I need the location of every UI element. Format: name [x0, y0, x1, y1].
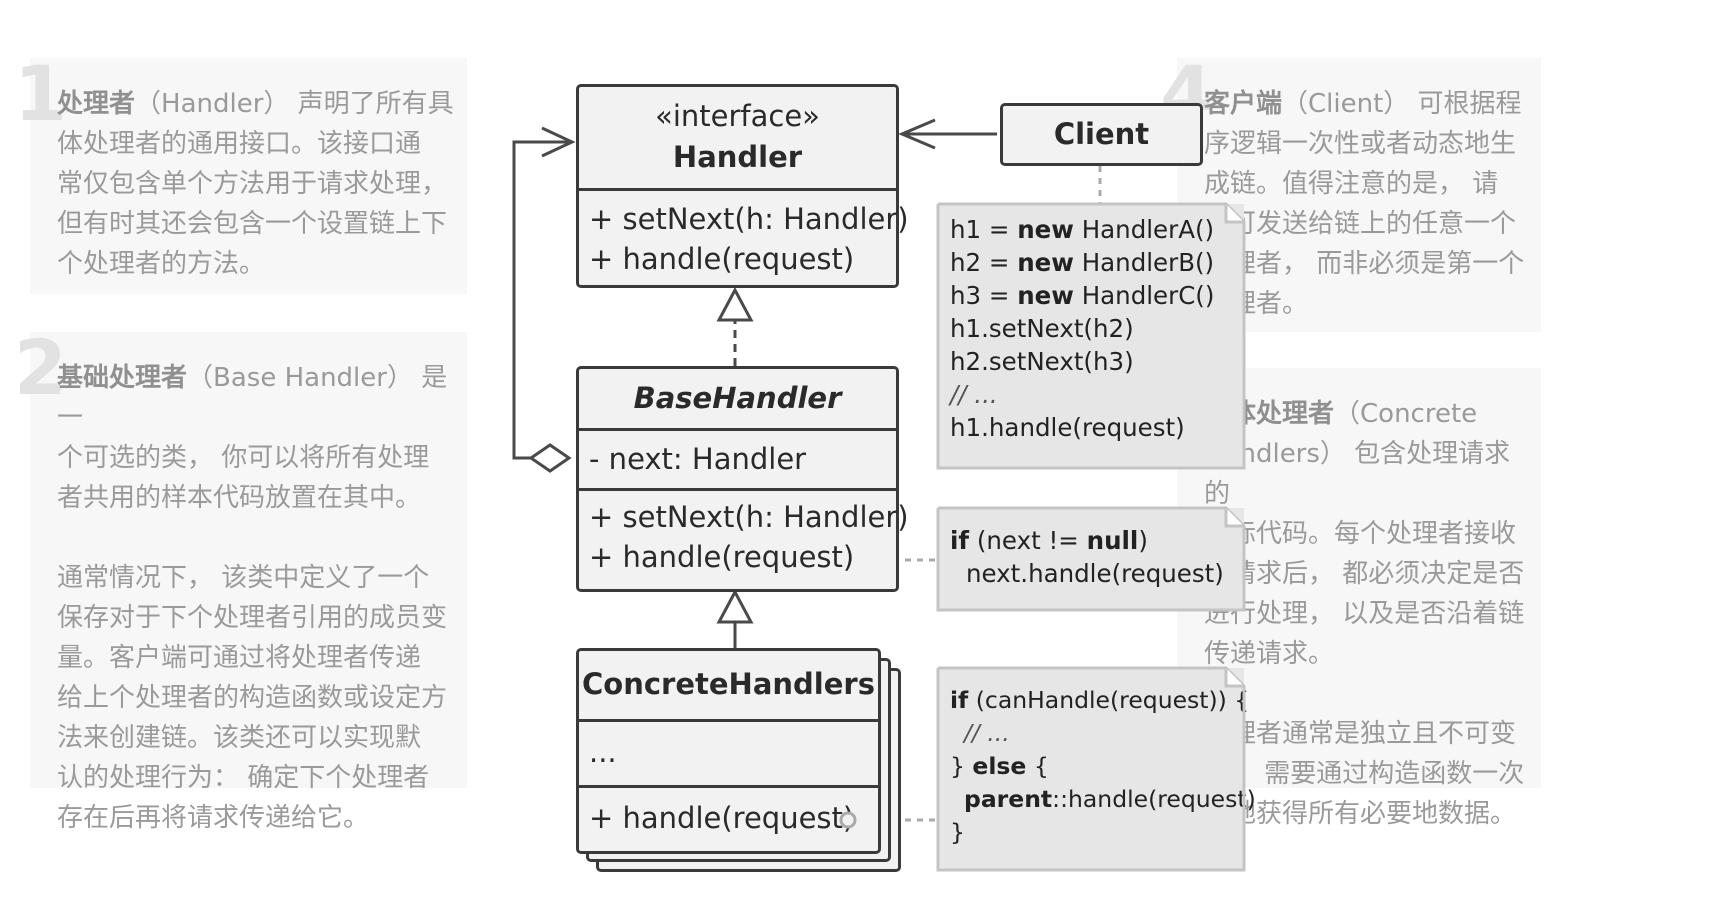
base-handler-description: 基础处理者（Base Handler） 是一 个可选的类， 你可以将所有处理 者…: [57, 363, 448, 833]
base-handler-field-next: - next: Handler: [589, 442, 807, 476]
concrete-handlers-description: 具体处理者（Concrete Handlers） 包含处理请求的 实际代码。每个…: [1204, 399, 1525, 829]
base-handler-code-note: if (next != null) next.handle(request): [938, 508, 1244, 610]
code-line: if (next != null): [950, 526, 1148, 555]
code-line: h1 = new HandlerA(): [950, 215, 1215, 244]
inheritance-triangle: [716, 588, 754, 624]
base-handler-description-title: 基础处理者: [57, 363, 188, 393]
code-line: } else {: [950, 752, 1049, 780]
aggregation-diamond: [528, 443, 572, 473]
code-line: h1.handle(request): [950, 413, 1185, 442]
concrete-handlers-method-handle: + handle(request): [589, 801, 855, 835]
handler-method-setnext: + setNext(h: Handler): [589, 202, 909, 236]
handler-description-title: 处理者: [57, 89, 136, 119]
code-line: h1.setNext(h2): [950, 314, 1134, 343]
base-handler-class-name: BaseHandler: [633, 381, 842, 415]
panel-base-handler-description: [30, 332, 467, 788]
concrete-handlers-class-name: ConcreteHandlers: [582, 667, 875, 701]
code-line: next.handle(request): [966, 559, 1224, 588]
panel-handler-description: [30, 58, 467, 294]
handler-interface-box: «interface» Handler + setNext(h: Handler…: [576, 84, 909, 288]
code-line: parent::handle(request): [964, 785, 1256, 813]
code-line: h2 = new HandlerB(): [950, 248, 1215, 277]
code-comment: // ...: [950, 380, 998, 409]
handler-class-name: Handler: [672, 140, 803, 174]
base-handler-method-setnext: + setNext(h: Handler): [589, 500, 909, 534]
realization-triangle: [716, 286, 754, 322]
base-handler-box: BaseHandler - next: Handler + setNext(h:…: [576, 366, 909, 592]
client-box: Client: [1000, 103, 1203, 166]
handler-description: 处理者（Handler） 声明了所有具 体处理者的通用接口。该接口通 常仅包含单…: [57, 89, 454, 279]
client-description-title: 客户端: [1204, 89, 1283, 119]
aggregation-arrowhead: [541, 126, 576, 158]
base-handler-method-handle: + handle(request): [589, 540, 855, 574]
client-class-name: Client: [1053, 117, 1150, 151]
concrete-handlers-code-note: if (canHandle(request)) { // ... } else …: [938, 668, 1256, 870]
step-number-1: 1: [14, 49, 67, 138]
handler-stereotype: «interface»: [655, 99, 820, 133]
aggregation-line: [512, 140, 570, 460]
client-description: 客户端（Client） 可根据程 序逻辑一次性或者动态地生 成链。值得注意的是，…: [1204, 89, 1525, 319]
concrete-handlers-box: ConcreteHandlers ... + handle(request): [576, 648, 881, 854]
code-comment: // ...: [964, 719, 1010, 747]
code-line: }: [950, 818, 965, 846]
client-code-note: h1 = new HandlerA() h2 = new HandlerB() …: [938, 204, 1244, 468]
step-number-2: 2: [14, 323, 67, 412]
code-line: h3 = new HandlerC(): [950, 281, 1215, 310]
code-line: h2.setNext(h3): [950, 347, 1134, 376]
concrete-handlers-fields: ...: [589, 735, 617, 769]
handler-method-handle: + handle(request): [589, 242, 855, 276]
code-line: if (canHandle(request)) {: [950, 686, 1250, 714]
client-to-handler-arrowhead: [898, 118, 936, 150]
